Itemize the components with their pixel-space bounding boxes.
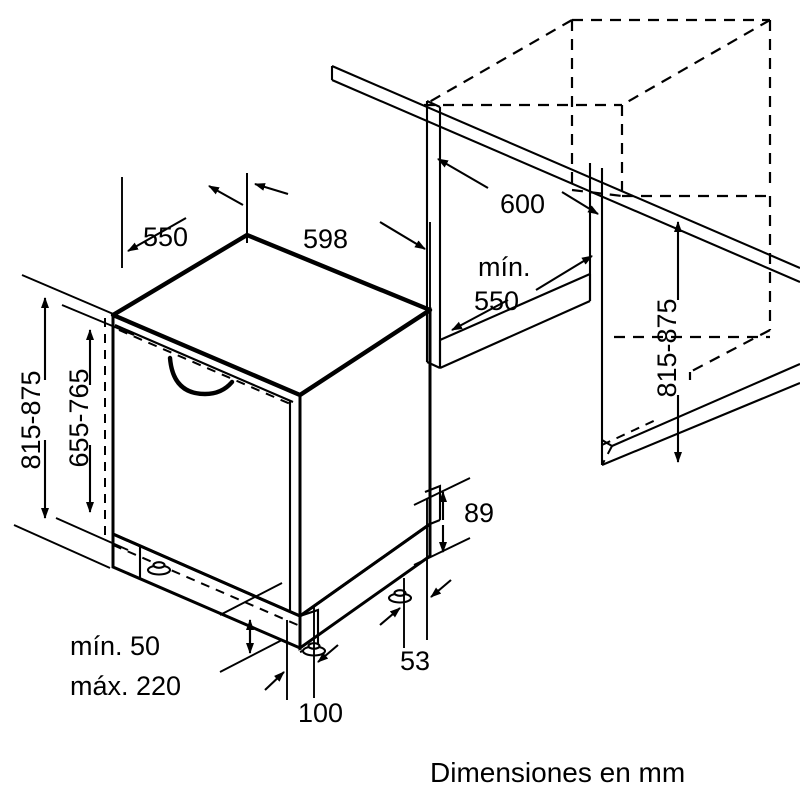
dimension-foot-53: 53 xyxy=(379,498,452,676)
cabinet-niche-structure xyxy=(438,163,800,466)
dimension-label-height-outer: 815-875 xyxy=(16,370,46,469)
dimension-height-inner-655-765: 655-765 xyxy=(55,304,135,551)
caption-dimensions-unit: Dimensiones en mm xyxy=(430,757,685,788)
plinth-base-panel xyxy=(111,521,432,651)
dimension-label-min-50: mín. 50 xyxy=(70,631,160,661)
dimension-niche-600: 600 xyxy=(437,158,599,219)
dimension-label-min-550: 550 xyxy=(474,286,519,316)
dimension-label-550: 550 xyxy=(143,222,188,252)
dimension-label-598: 598 xyxy=(303,224,348,254)
dimension-width-598: 598 xyxy=(246,173,431,310)
niche-right-edge-dashed xyxy=(614,196,772,380)
dimension-label-max-220: máx. 220 xyxy=(70,671,181,701)
dimension-height-outer-815-875: 815-875 xyxy=(13,274,119,569)
niche-outline-dashed xyxy=(423,18,772,198)
dimension-label-niche-height: 815-875 xyxy=(652,298,682,397)
dimension-label-53: 53 xyxy=(400,646,430,676)
dimension-plinth-89: 89 xyxy=(413,477,494,566)
dimension-niche-min-550: mín. 550 xyxy=(451,252,593,331)
dimension-label-600: 600 xyxy=(500,189,545,219)
dimension-label-height-inner: 655-765 xyxy=(64,368,94,467)
dimension-label-100: 100 xyxy=(298,698,343,728)
dimension-label-min: mín. xyxy=(478,252,531,282)
dimension-label-89: 89 xyxy=(464,498,494,528)
kickplate-step xyxy=(299,484,442,653)
dimension-niche-height-right: 815-875 xyxy=(652,221,682,463)
dimension-front-100: 100 xyxy=(264,605,343,728)
worktop-surface xyxy=(330,65,800,283)
dimension-depth-550: 550 xyxy=(121,173,248,268)
dimension-base-gap: mín. 50 máx. 220 xyxy=(70,582,283,701)
